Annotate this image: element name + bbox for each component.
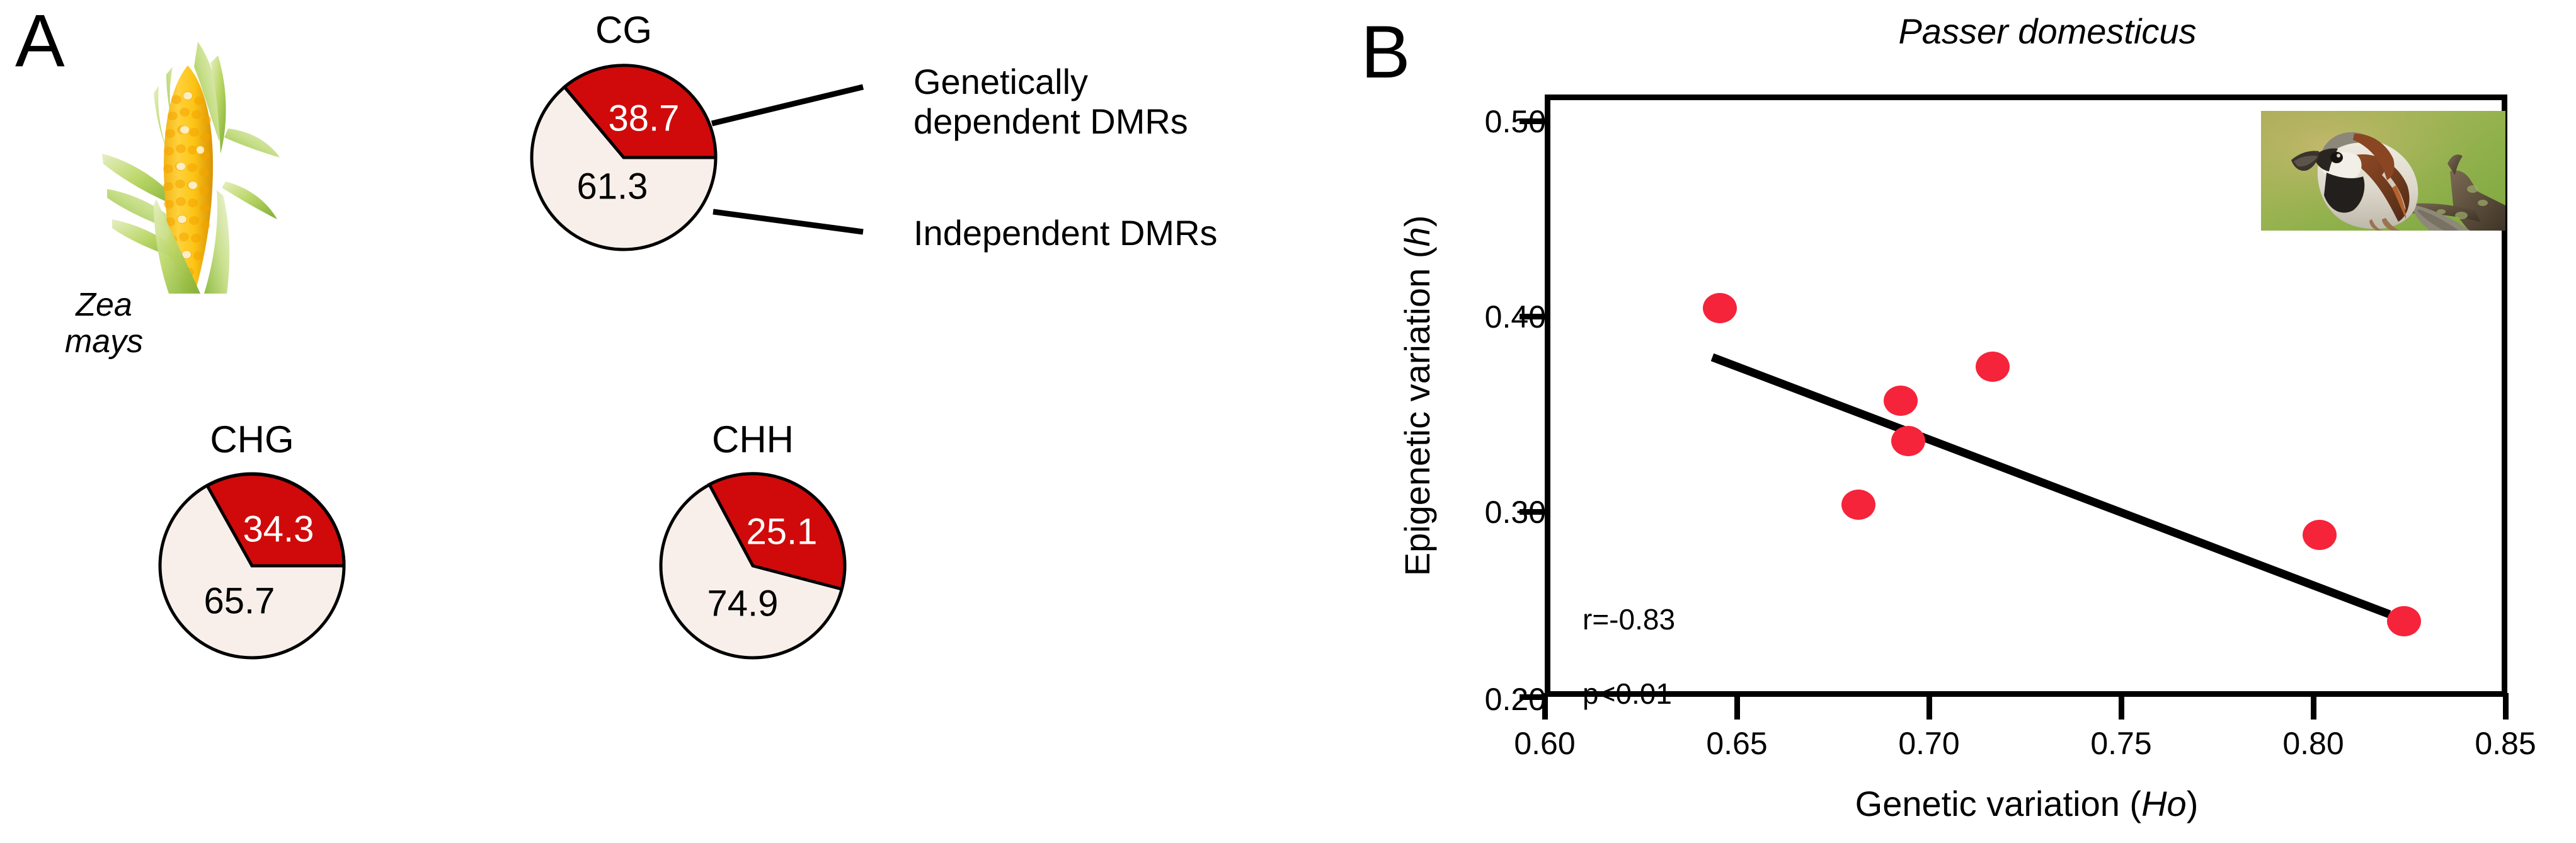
x-tick [1734, 693, 1740, 720]
stats-annotation: r=-0.83 p<0.01 [1583, 564, 1847, 749]
y-axis-label: Epigenetic variation (h) [1373, 101, 1437, 693]
data-point [1703, 293, 1737, 323]
y-tick [1520, 118, 1546, 124]
leader-line-dependent [711, 84, 864, 127]
data-point [1891, 426, 1925, 456]
x-tick-label-3: 0.75 [2090, 726, 2152, 761]
pie-value-independent-cg: 61.3 [577, 166, 648, 207]
pie-value-dependent-chh: 25.1 [747, 511, 818, 552]
x-tick [2119, 693, 2124, 720]
species-genus: Zea [76, 287, 132, 323]
data-point [1841, 490, 1875, 520]
pie-chart-chh: 25.1 74.9 [658, 471, 847, 660]
pie-slice-dependent-chh [707, 472, 847, 592]
y-axis-label-text: Epigenetic variation ( [1397, 246, 1437, 576]
stat-correlation: r=-0.83 [1583, 602, 1676, 636]
plot-title-passer-domesticus: Passer domesticus [1898, 11, 2197, 51]
legend-dependent-line1: Genetically [913, 62, 1089, 101]
y-tick [1520, 314, 1546, 319]
x-tick [1542, 693, 1548, 720]
pie-chart-cg: 38.7 61.3 [529, 63, 718, 252]
pie-value-independent-chh: 74.9 [707, 583, 779, 624]
y-tick [1520, 509, 1546, 515]
species-epithet: mays [64, 323, 144, 360]
legend-dependent-dmrs: Genetically dependent DMRs [913, 62, 1291, 142]
pie-value-independent-chg: 65.7 [204, 580, 275, 621]
stat-pvalue: p<0.01 [1583, 677, 1672, 710]
data-point [2303, 520, 2337, 550]
x-tick [2311, 693, 2316, 720]
x-tick-label-2: 0.70 [1898, 726, 1960, 761]
legend-dependent-line2: dependent DMRs [913, 101, 1188, 142]
legend-leader-lines [711, 84, 864, 235]
maize-ear-photo [93, 30, 282, 295]
x-tick [1926, 693, 1932, 720]
data-point [1884, 386, 1918, 416]
pie-value-dependent-cg: 38.7 [609, 98, 680, 139]
panel-b-letter: B [1361, 11, 1411, 94]
y-axis-label-close: ) [1397, 215, 1437, 227]
pie-slice-dependent-cg [562, 64, 718, 159]
x-axis-label-close: ) [2186, 784, 2199, 823]
species-name-zea-mays: Zea mays [38, 287, 170, 360]
y-axis-ticks [1520, 95, 1550, 700]
x-axis-ticks [1537, 693, 2520, 723]
x-axis-label-symbol: Ho [2141, 784, 2187, 823]
y-axis-label-symbol: h [1397, 227, 1437, 247]
data-point [1976, 352, 2010, 382]
house-sparrow-photo [2261, 111, 2505, 231]
x-tick [2503, 693, 2509, 720]
x-tick-label-1: 0.65 [1706, 726, 1768, 761]
legend-independent-dmrs: Independent DMRs [913, 213, 1218, 253]
y-tick [1520, 694, 1546, 700]
pie-value-dependent-chg: 34.3 [243, 508, 314, 549]
x-axis-label-text: Genetic variation ( [1855, 784, 2142, 823]
panel-a-letter: A [15, 0, 65, 83]
x-tick-label-4: 0.80 [2282, 726, 2344, 761]
data-point [2387, 606, 2421, 636]
x-tick-label-5: 0.85 [2475, 726, 2536, 761]
pie-title-chh: CHH [712, 418, 794, 461]
leader-line-independent [713, 209, 864, 235]
pie-title-cg: CG [595, 9, 652, 51]
pie-chart-chg: 34.3 65.7 [157, 471, 346, 660]
pie-title-chg: CHG [210, 418, 294, 461]
x-tick-label-0: 0.60 [1514, 726, 1576, 761]
x-axis-label: Genetic variation (Ho) [1545, 786, 2509, 822]
pie-slice-dependent-chg [205, 473, 346, 568]
regression-line [1710, 353, 2391, 619]
